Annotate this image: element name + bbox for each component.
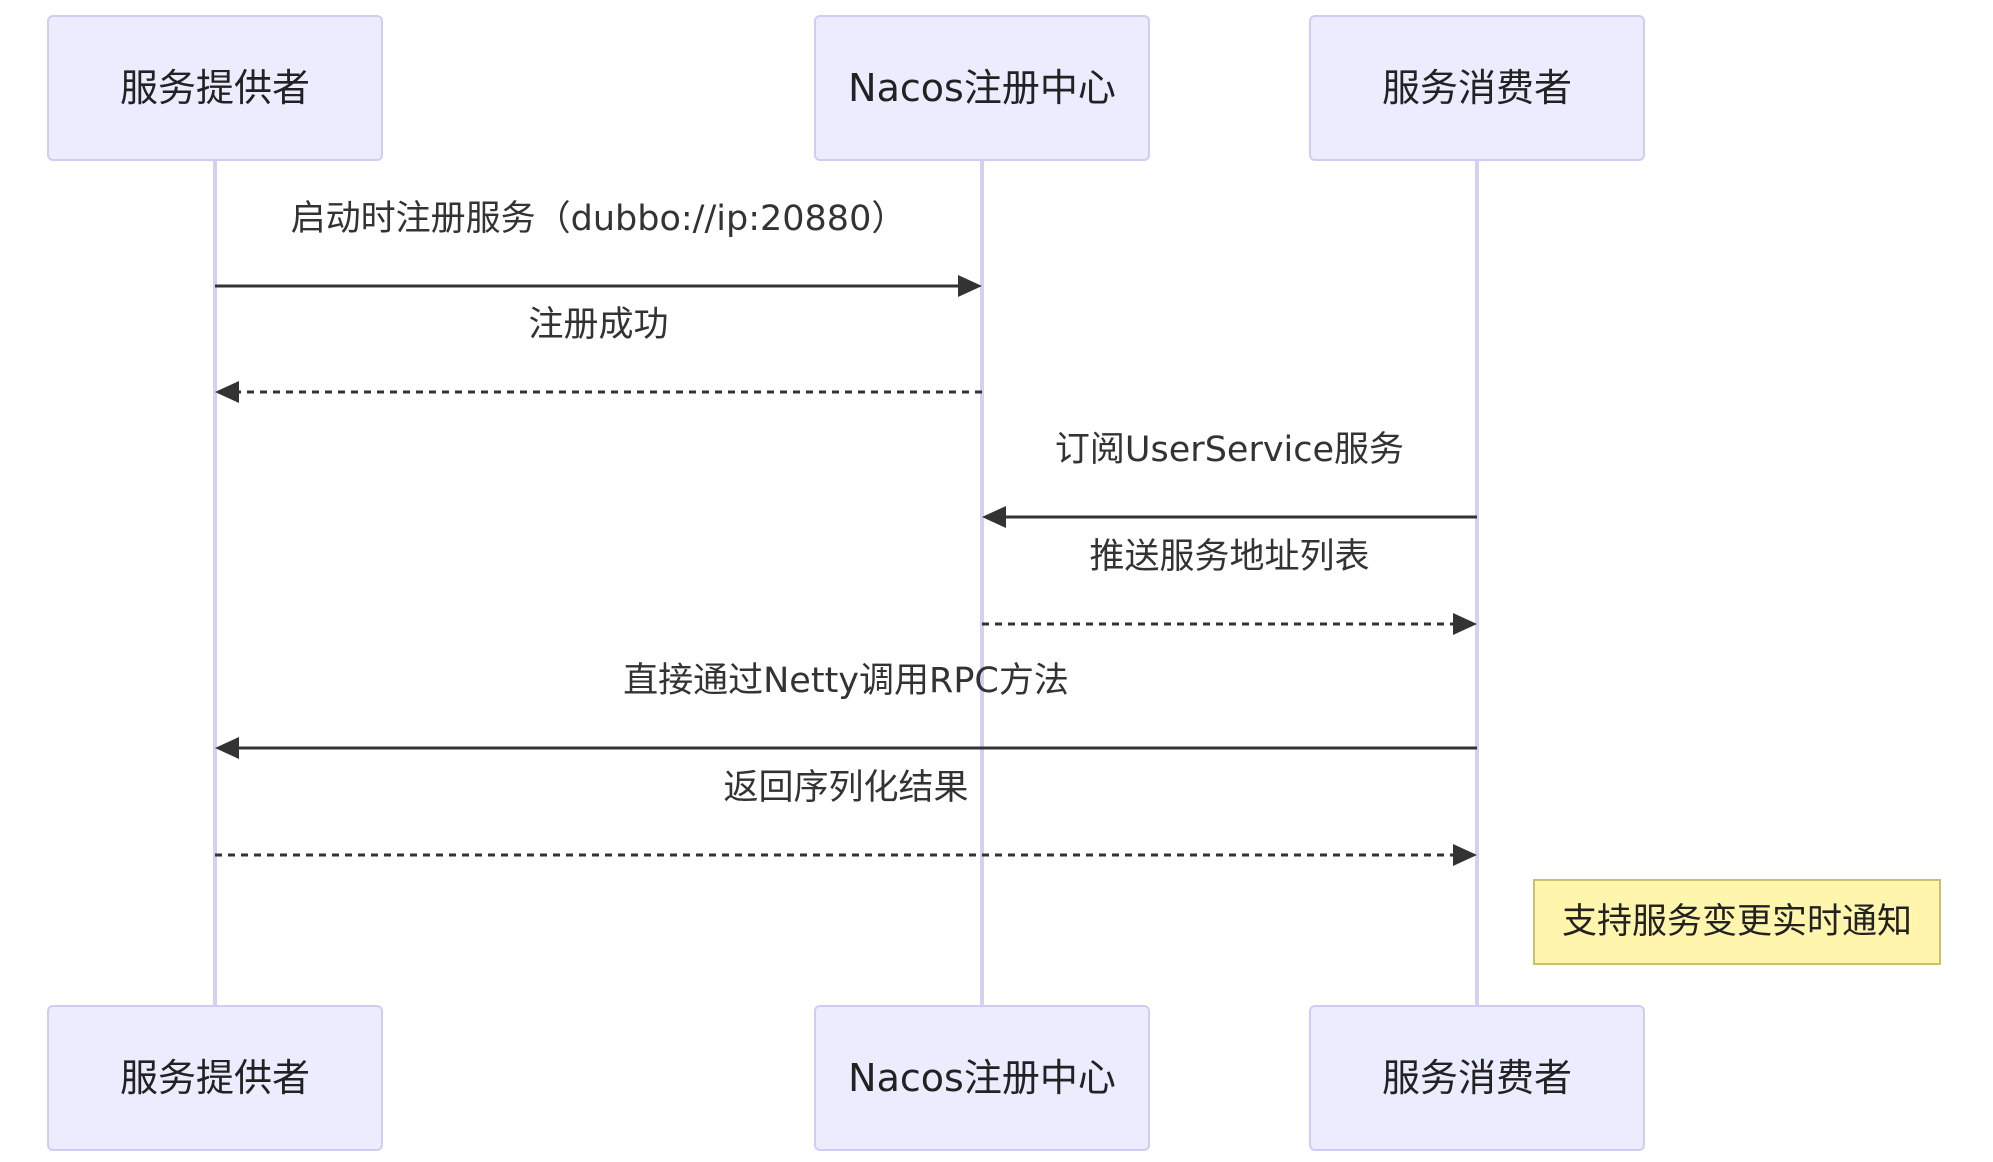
note-label: 支持服务变更实时通知 (1562, 902, 1912, 942)
participant-provider-bottom: 服务提供者 (47, 1005, 383, 1151)
arrowhead (1453, 613, 1477, 635)
message-6: 返回序列化结果 (215, 768, 1477, 866)
participant-consumer-top: 服务消费者 (1309, 15, 1645, 161)
message-label: 注册成功 (528, 305, 668, 345)
message-5: 直接通过Netty调用RPC方法 (215, 661, 1477, 759)
participant-provider-top: 服务提供者 (47, 15, 383, 161)
participant-box (1309, 1005, 1645, 1151)
arrowhead (958, 275, 982, 297)
message-label: 返回序列化结果 (723, 768, 968, 808)
message-label: 推送服务地址列表 (1089, 537, 1369, 577)
participant-box (47, 1005, 383, 1151)
arrowhead (215, 381, 239, 403)
participant-label: 服务消费者 (1382, 66, 1572, 110)
message-2: 注册成功 (215, 305, 982, 403)
participant-registry-bottom: Nacos注册中心 (814, 1005, 1150, 1151)
participant-box (814, 15, 1150, 161)
message-label: 订阅UserService服务 (1055, 430, 1404, 470)
participant-label: Nacos注册中心 (848, 66, 1116, 110)
message-1: 启动时注册服务（dubbo://ip:20880） (215, 199, 982, 297)
message-label: 直接通过Netty调用RPC方法 (623, 661, 1069, 701)
notes: 支持服务变更实时通知 (1533, 879, 1941, 965)
arrowhead (1453, 844, 1477, 866)
participant-box (1309, 15, 1645, 161)
note-box (1533, 879, 1941, 965)
message-4: 推送服务地址列表 (982, 537, 1477, 635)
arrowhead (215, 737, 239, 759)
participants-bottom: 服务提供者 Nacos注册中心 服务消费者 (47, 1005, 1645, 1151)
participant-registry-top: Nacos注册中心 (814, 15, 1150, 161)
lifelines (213, 160, 1479, 1006)
participant-box (47, 15, 383, 161)
participant-consumer-bottom: 服务消费者 (1309, 1005, 1645, 1151)
arrowhead (982, 506, 1006, 528)
participant-label: 服务提供者 (120, 66, 310, 110)
participants-top: 服务提供者 Nacos注册中心 服务消费者 (47, 15, 1645, 161)
note-1: 支持服务变更实时通知 (1533, 879, 1941, 965)
participant-label: 服务消费者 (1382, 1056, 1572, 1100)
messages: 启动时注册服务（dubbo://ip:20880） 注册成功订阅UserServi… (215, 199, 1477, 866)
participant-label: 服务提供者 (120, 1056, 310, 1100)
participant-label: Nacos注册中心 (848, 1056, 1116, 1100)
message-label: 启动时注册服务（dubbo://ip:20880） (291, 199, 907, 239)
message-3: 订阅UserService服务 (982, 430, 1477, 528)
participant-box (814, 1005, 1150, 1151)
